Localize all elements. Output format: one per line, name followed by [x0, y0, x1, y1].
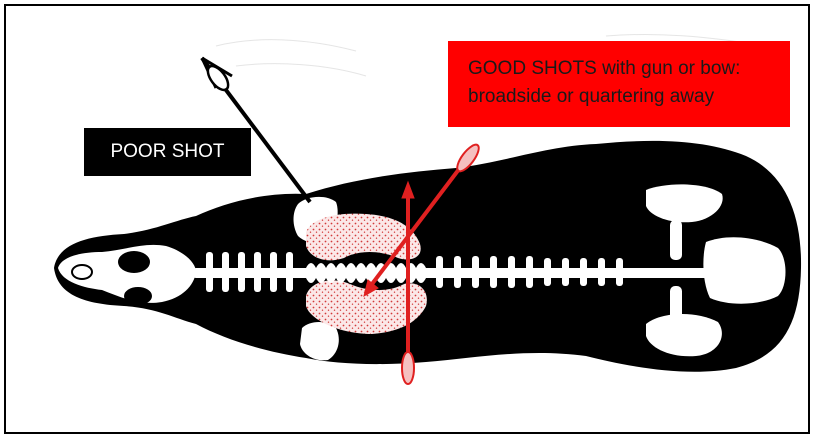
good-shots-label: GOOD SHOTS with gun or bow: broadside or…	[448, 41, 790, 127]
diagram-frame: POOR SHOT GOOD SHOTS with gun or bow: br…	[4, 4, 810, 434]
good-shots-text-line1: GOOD SHOTS with gun or bow:	[468, 55, 790, 83]
poor-shot-label: POOR SHOT	[84, 128, 251, 176]
good-shots-text-line2: broadside or quartering away	[468, 83, 790, 111]
poor-shot-text: POOR SHOT	[110, 138, 224, 166]
